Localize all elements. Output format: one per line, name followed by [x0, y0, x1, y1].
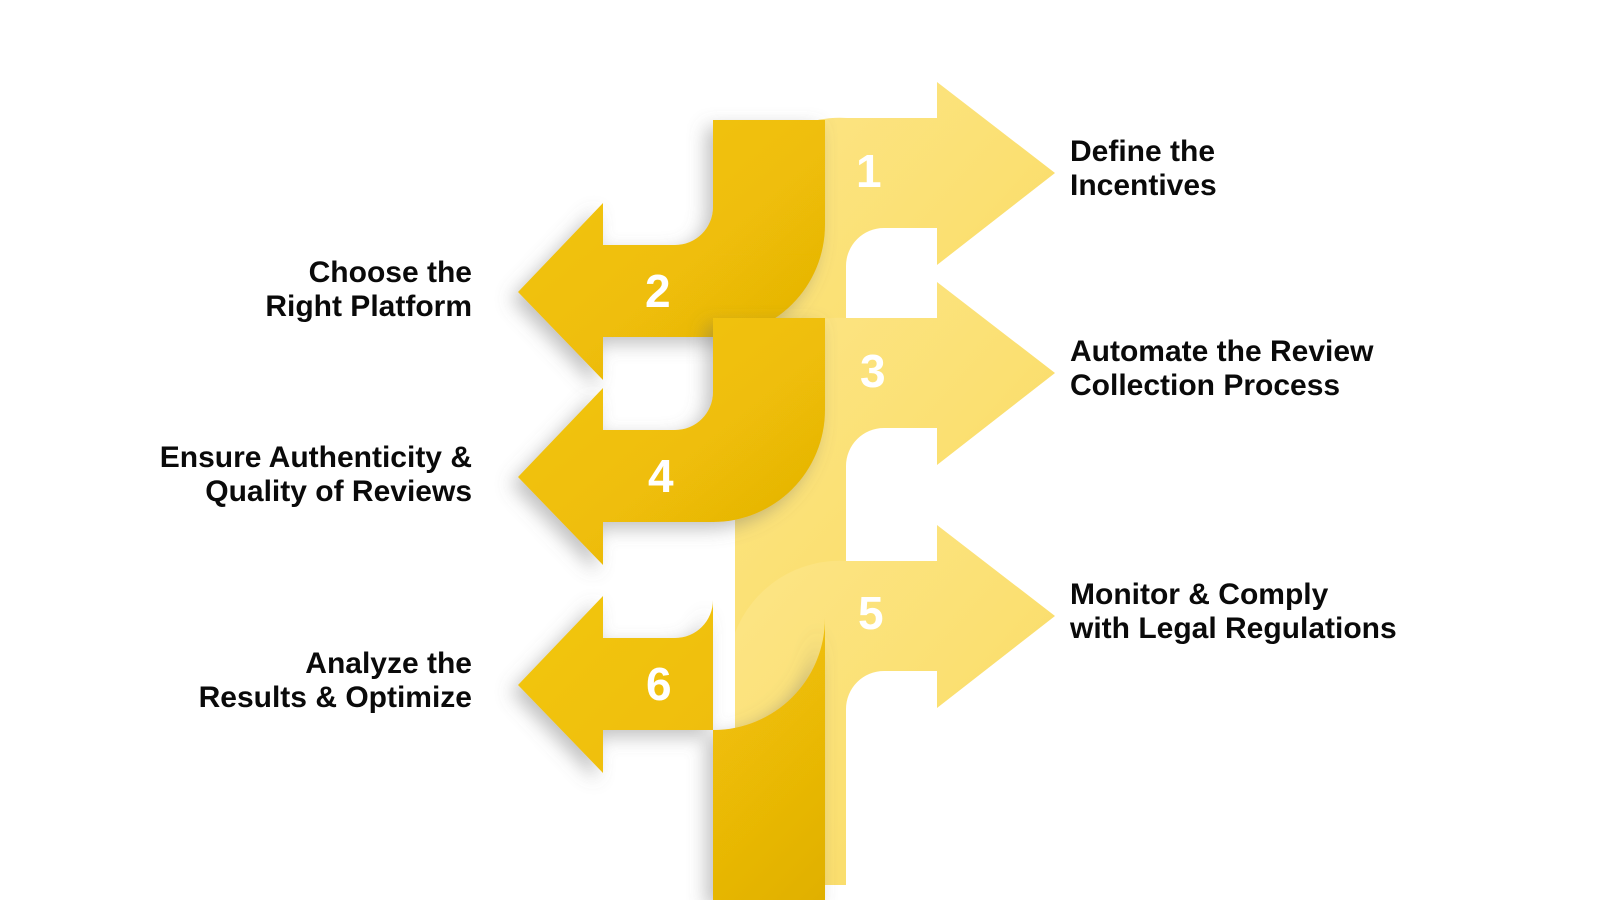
step-label-4: Ensure Authenticity & Quality of Reviews [159, 441, 472, 508]
step-number-3: 3 [860, 345, 886, 397]
step-number-4: 4 [648, 450, 674, 502]
step-number-1: 1 [856, 145, 882, 197]
step-label-6: Analyze the Results & Optimize [198, 647, 472, 714]
step-label-1: Define the Incentives [1070, 135, 1217, 202]
step-number-6: 6 [646, 658, 672, 710]
step-label-2: Choose the Right Platform [265, 256, 472, 323]
arrow-step-2 [518, 120, 825, 380]
step-label-5: Monitor & Comply with Legal Regulations [1070, 578, 1397, 645]
step-number-5: 5 [858, 587, 884, 639]
step-label-3: Automate the Review Collection Process [1070, 335, 1374, 402]
arrow-step-4 [518, 318, 825, 565]
arrow-step-6 [518, 596, 825, 900]
step-number-2: 2 [645, 265, 671, 317]
